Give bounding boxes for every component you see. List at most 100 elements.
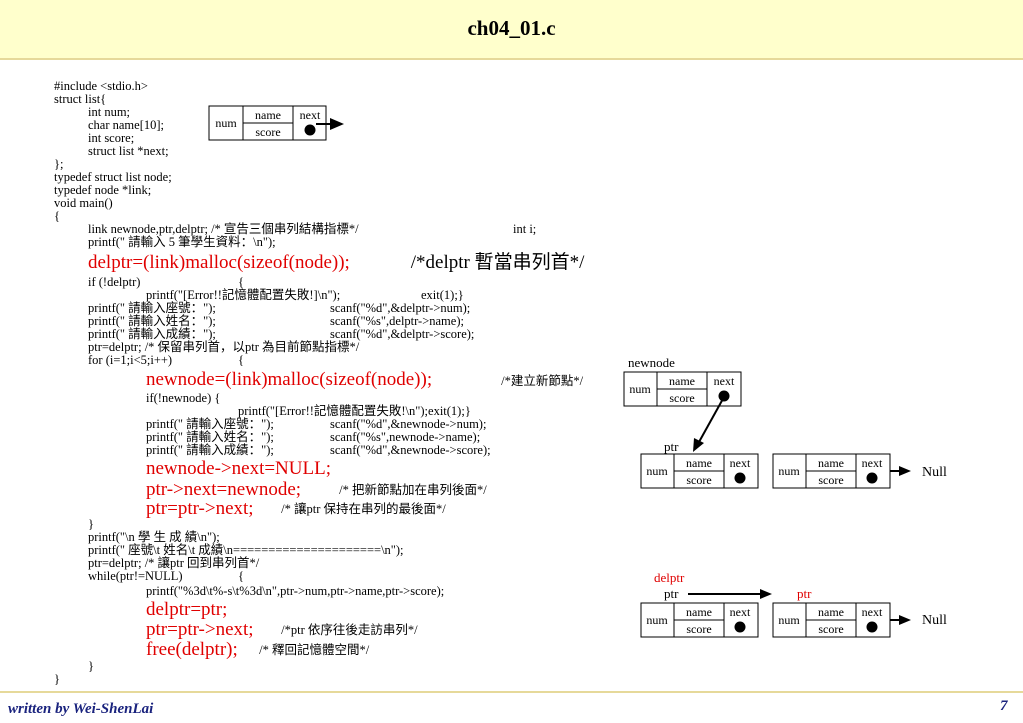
newnode-label: newnode: [628, 355, 675, 370]
code-line: }: [88, 659, 94, 673]
ptr-label-red: ptr: [797, 586, 812, 601]
node-next: num name score next: [772, 453, 891, 489]
code-comment: /*ptr 依序往後走訪串列*/: [278, 623, 418, 637]
num-label: num: [778, 613, 800, 627]
code-line: ptr=delptr; /* 保留串列首，以ptr 為目前節點指標*/: [88, 340, 360, 354]
code-line: link newnode,ptr,delptr; /* 宣告三個串列結構指標*/: [88, 222, 359, 236]
node-ptr: num name score next: [640, 453, 759, 489]
code-line: printf(" 請輸入座號：");: [146, 417, 274, 431]
slide-title: ch04_01.c: [467, 16, 556, 40]
name-label: name: [686, 605, 712, 619]
code-line: exit(1);}: [421, 288, 464, 302]
code-line: printf("%3d\t%-s\t%3d\n",ptr->num,ptr->n…: [146, 584, 445, 598]
code-line: printf(" 請輸入成績：");: [146, 443, 274, 457]
code-line: scanf("%s",newnode->name);: [330, 430, 481, 444]
arrow-head-icon: [899, 466, 911, 476]
code-line: scanf("%s",delptr->name);: [330, 314, 464, 328]
num-label: num: [629, 382, 651, 396]
code-line: void main(): [54, 196, 113, 210]
arrow-head-icon: [899, 615, 911, 625]
name-label: name: [255, 108, 281, 122]
code-line: printf(" 請輸入成績：");: [88, 327, 216, 341]
pointer-dot: [734, 621, 746, 633]
null-label: Null: [922, 613, 947, 628]
code-line: printf("[Error!!記憶體配置失敗!]\n");: [146, 288, 341, 302]
num-label: num: [646, 464, 668, 478]
code-line-highlight: delptr=(link)malloc(sizeof(node));: [88, 252, 350, 273]
code-line: }: [88, 517, 94, 531]
code-line: #include <stdio.h>: [54, 79, 148, 93]
null-label: Null: [922, 465, 947, 480]
num-label: num: [778, 464, 800, 478]
code-line: for (i=1;i<5;i++): [88, 353, 173, 367]
num-label: num: [215, 116, 237, 130]
code-line: while(ptr!=NULL): [88, 569, 183, 583]
delptr-label: delptr: [654, 570, 685, 585]
ptr-label: ptr: [664, 439, 679, 454]
pointer-dot: [866, 621, 878, 633]
arrow-head-icon: [760, 589, 772, 599]
arrow-head-icon: [330, 118, 344, 130]
node-struct: num name score next: [208, 105, 344, 141]
pointer-dot: [734, 472, 746, 484]
node-delptr: num name score next: [640, 602, 759, 638]
code-line: int score;: [88, 131, 135, 145]
name-label: name: [669, 374, 695, 388]
node-ptr-next: num name score next: [772, 602, 891, 638]
score-label: score: [686, 622, 711, 636]
code-line: ptr=delptr; /* 讓ptr 回到串列首*/: [88, 556, 260, 570]
code-line: {: [238, 569, 244, 583]
code-line: printf(" 請輸入姓名：");: [146, 430, 274, 444]
author-credit: written by Wei-ShenLai: [8, 701, 154, 717]
title-bar: ch04_01.c: [0, 0, 1023, 60]
code-line: printf(" 請輸入座號：");: [88, 301, 216, 315]
node-newnode: num name score next: [623, 371, 742, 407]
code-line: printf(" 座號\t 姓名\t 成績\n=================…: [88, 543, 404, 557]
code-line: printf("[Error!!記憶體配置失敗!\n");exit(1);}: [238, 404, 471, 418]
next-label: next: [730, 456, 751, 470]
code-comment: /*建立新節點*/: [498, 374, 584, 388]
score-label: score: [255, 125, 280, 139]
next-label: next: [862, 605, 883, 619]
page-number: 7: [1000, 698, 1008, 714]
name-label: name: [686, 456, 712, 470]
code-line: scanf("%d",&delptr->num);: [330, 301, 471, 315]
code-line: int num;: [88, 105, 131, 119]
code-line-highlight: newnode=(link)malloc(sizeof(node));: [146, 369, 433, 390]
code-line: scanf("%d",&delptr->score);: [330, 327, 475, 341]
next-label: next: [730, 605, 751, 619]
code-line-highlight: ptr=ptr->next;: [146, 619, 254, 640]
arrow-head-icon: [693, 438, 704, 452]
code-line-highlight: ptr=ptr->next;: [146, 498, 254, 519]
code-line: if (!delptr): [88, 275, 141, 289]
code-line: };: [54, 157, 64, 171]
code-line-highlight: ptr->next=newnode;: [146, 479, 302, 500]
next-label: next: [714, 374, 735, 388]
code-line: printf("\n 學 生 成 績\n");: [88, 530, 220, 544]
pointer-dot: [304, 124, 316, 136]
score-label: score: [818, 473, 843, 487]
code-line: printf(" 請輸入 5 筆學生資料：\n");: [88, 235, 276, 249]
code-line: int i;: [513, 222, 537, 236]
footer-divider: [0, 691, 1023, 693]
pointer-dot: [718, 390, 730, 402]
code-line: scanf("%d",&newnode->score);: [330, 443, 491, 457]
code-comment: /* 讓ptr 保持在串列的最後面*/: [278, 502, 446, 516]
code-line: {: [54, 209, 60, 223]
code-line-highlight: free(delptr);: [146, 639, 238, 660]
next-label: next: [862, 456, 883, 470]
code-line-highlight: delptr=ptr;: [146, 599, 228, 620]
code-line: printf(" 請輸入姓名：");: [88, 314, 216, 328]
next-label: next: [300, 108, 321, 122]
score-label: score: [669, 391, 694, 405]
code-comment: /* 把新節點加在串列後面*/: [336, 483, 487, 497]
score-label: score: [686, 473, 711, 487]
code-comment: /* 釋回記憶體空間*/: [256, 643, 370, 657]
num-label: num: [646, 613, 668, 627]
code-line: struct list *next;: [88, 144, 169, 158]
code-line: {: [238, 275, 244, 289]
code-line: }: [54, 672, 60, 686]
code-line: {: [238, 353, 244, 367]
code-line: typedef node *link;: [54, 183, 152, 197]
